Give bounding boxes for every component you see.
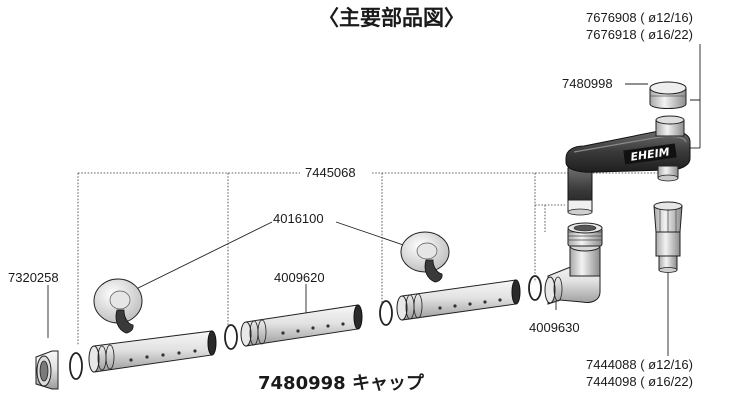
- cap-part: [649, 81, 687, 109]
- suction-cup-2: [400, 231, 450, 283]
- spray-bar-pipe-1: [88, 324, 238, 373]
- part-label-7480998: 7480998: [562, 76, 613, 91]
- suction-cup-1: [93, 278, 143, 334]
- connector-part: [653, 201, 683, 273]
- eheim-logo: EHEIM: [630, 145, 671, 163]
- spray-bar-pipe-2: [240, 300, 393, 347]
- part-label-4016100: 4016100: [273, 211, 324, 226]
- end-cap-part: [35, 350, 83, 390]
- cap-caption: 7480998 キャップ: [258, 373, 424, 394]
- diagram-title: 〈主要部品図〉: [318, 6, 465, 30]
- part-label-7444088: 7444088 ( ø12/16): [586, 357, 693, 372]
- part-label-7676908: 7676908 ( ø12/16): [586, 10, 693, 25]
- part-label-7676918: 7676918 ( ø16/22): [586, 27, 693, 42]
- elbow-part: [544, 222, 603, 305]
- part-label-7320258: 7320258: [8, 270, 59, 285]
- part-label-7445068: 7445068: [303, 165, 358, 180]
- part-label-7444098: 7444098 ( ø16/22): [586, 374, 693, 389]
- spray-bar-pipe-3: [396, 275, 542, 321]
- part-label-4009620: 4009620: [274, 270, 325, 285]
- outlet-arm-part: EHEIM: [565, 115, 691, 216]
- part-label-4009630: 4009630: [529, 320, 580, 335]
